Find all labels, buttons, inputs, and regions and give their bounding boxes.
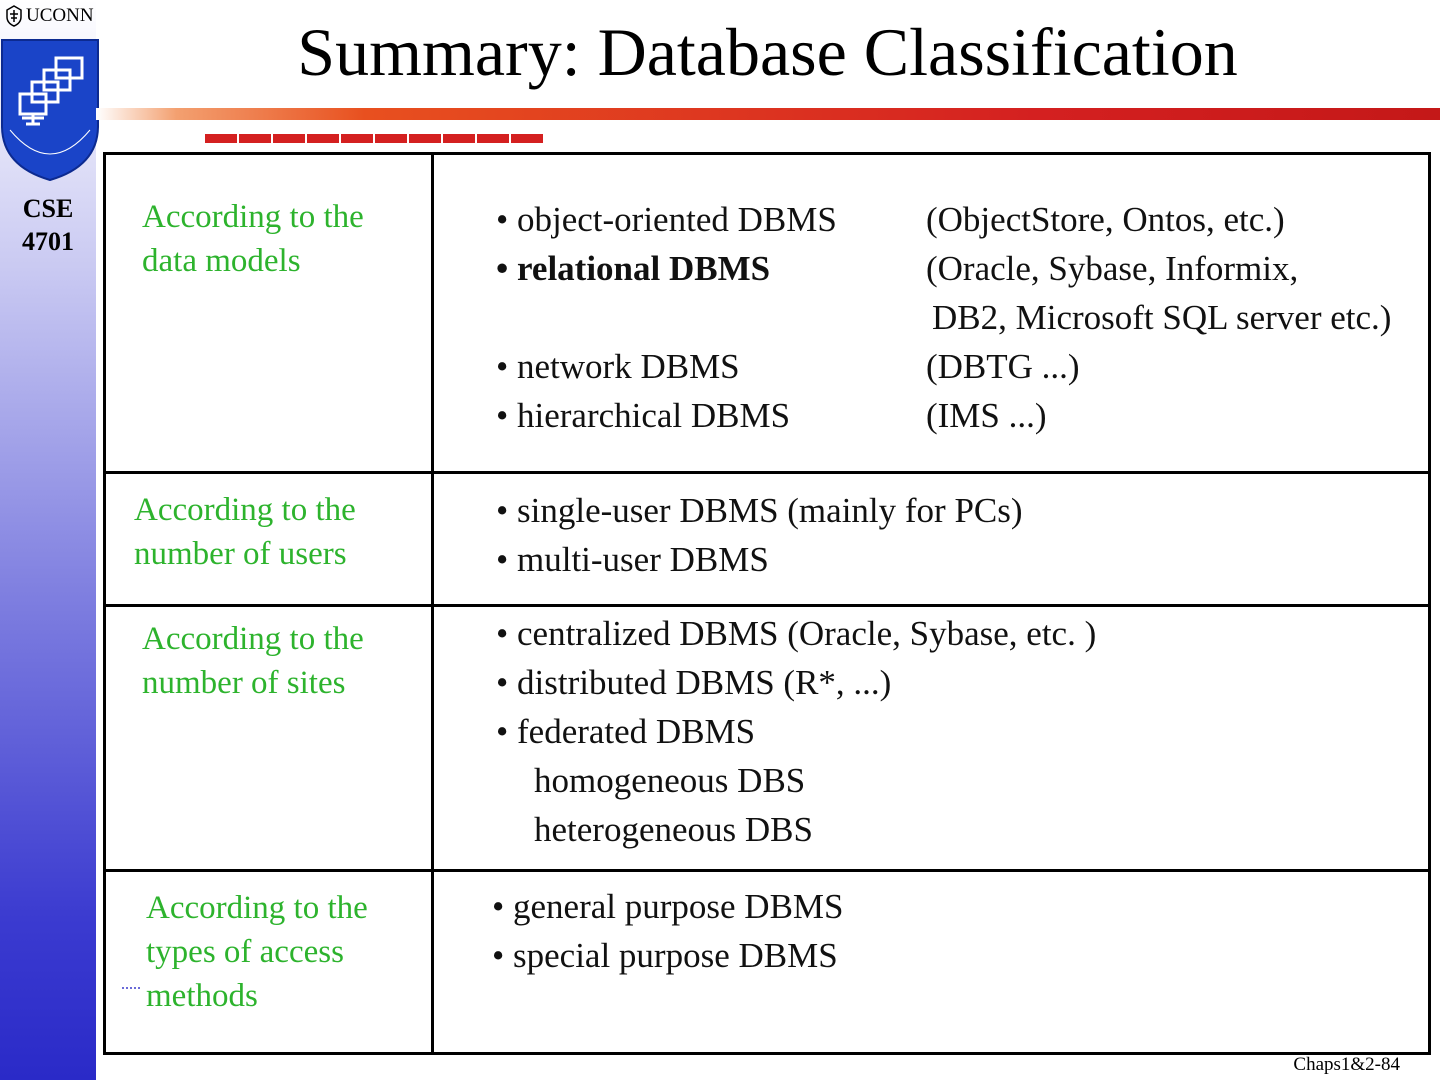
criterion-text: According to the (146, 890, 368, 926)
list-item: • object-oriented DBMS (ObjectStore, Onto… (496, 195, 1428, 244)
university-name: UCONN (26, 5, 94, 26)
criterion-text: number of sites (142, 665, 346, 701)
dbms-examples: (Oracle, Sybase, Informix, (926, 249, 1299, 288)
criterion-text: types of access (146, 934, 344, 970)
university-logo: UCONN (4, 4, 94, 28)
dbms-examples: DB2, Microsoft SQL server etc.) (932, 298, 1392, 337)
table-row: According to the number of sites • central… (103, 604, 1431, 872)
dbms-type-name: • object-oriented DBMS (496, 200, 837, 239)
sidebar: UCONN CSE 4701 (0, 0, 99, 1080)
classification-criterion-cell: According to the data models (103, 152, 434, 474)
dbms-type-name (496, 293, 932, 342)
cse-department-logo-icon (1, 39, 99, 182)
list-item: • distributed DBMS (R*, ...) (496, 658, 1428, 707)
dbms-type-name: • general purpose DBMS (492, 887, 844, 926)
dbms-types-cell: • general purpose DBMS • special purpose … (431, 869, 1431, 1055)
dbms-type-name: homogeneous DBS (534, 761, 806, 800)
list-item: • network DBMS (DBTG ...) (496, 342, 1428, 391)
slide-title: Summary: Database Classification (297, 14, 1238, 90)
table-row: According to the data models • object-orie… (103, 152, 1431, 474)
dbms-type-name: • centralized DBMS (Oracle, Sybase, etc.… (496, 614, 1097, 653)
criterion-text: According to the (142, 621, 364, 657)
dbms-examples: (ObjectStore, Ontos, etc.) (926, 200, 1285, 239)
classification-criterion-cell: According to the number of users (103, 471, 434, 607)
table-row: According to the types of access methods • … (103, 869, 1431, 1055)
title-underline-bar (96, 108, 1440, 120)
dbms-type-name: heterogeneous DBS (534, 810, 813, 849)
dbms-examples: (IMS ...) (926, 396, 1047, 435)
classification-criterion-cell: According to the types of access methods (103, 869, 434, 1055)
criterion-text: data models (142, 243, 301, 279)
dbms-examples: (DBTG ...) (926, 347, 1080, 386)
list-item: • general purpose DBMS (492, 882, 1428, 931)
dbms-types-cell: • centralized DBMS (Oracle, Sybase, etc.… (431, 604, 1431, 872)
dbms-type-name: • hierarchical DBMS (496, 396, 791, 435)
dbms-type-name: • network DBMS (496, 347, 740, 386)
criterion-text: According to the (134, 492, 356, 528)
uconn-seal-icon (6, 5, 22, 27)
list-item: • federated DBMS (496, 707, 1428, 756)
criterion-text: number of users (134, 536, 347, 572)
list-item: • hierarchical DBMS (IMS ...) (496, 391, 1428, 440)
cropped-heading-remnant: ▬▬▬▬▬▬▬▬▬▬ (205, 134, 705, 146)
list-item: heterogeneous DBS (496, 805, 1428, 854)
course-number: 4701 (22, 227, 74, 256)
course-code: CSE 4701 (0, 192, 96, 258)
course-prefix: CSE (22, 194, 74, 223)
dbms-types-cell: • single-user DBMS (mainly for PCs) • mul… (431, 471, 1431, 607)
dbms-type-name: • distributed DBMS (R*, ...) (496, 663, 892, 702)
dbms-types-cell: • object-oriented DBMS (ObjectStore, Onto… (431, 152, 1431, 474)
list-item: • special purpose DBMS (492, 931, 1428, 980)
criterion-text: According to the (142, 199, 364, 235)
decorative-tick (122, 987, 140, 991)
table-row: According to the number of users • single-… (103, 471, 1431, 607)
list-item: • multi-user DBMS (496, 535, 1428, 584)
dbms-type-name: • federated DBMS (496, 712, 756, 751)
list-item: homogeneous DBS (496, 756, 1428, 805)
list-item: DB2, Microsoft SQL server etc.) (496, 293, 1428, 342)
list-item: • centralized DBMS (Oracle, Sybase, etc.… (496, 609, 1428, 658)
classification-criterion-cell: According to the number of sites (103, 604, 434, 872)
list-item: • single-user DBMS (mainly for PCs) (496, 486, 1428, 535)
slide-footer: Chaps1&2-84 (1293, 1054, 1400, 1075)
dbms-type-name: • special purpose DBMS (492, 936, 838, 975)
list-item: • relational DBMS (Oracle, Sybase, Inform… (496, 244, 1428, 293)
criterion-text: methods (146, 978, 258, 1014)
dbms-type-name: • single-user DBMS (mainly for PCs) (496, 491, 1023, 530)
dbms-type-name: • relational DBMS (496, 249, 771, 288)
classification-table: According to the data models • object-orie… (103, 152, 1431, 1055)
dbms-type-name: • multi-user DBMS (496, 540, 769, 579)
